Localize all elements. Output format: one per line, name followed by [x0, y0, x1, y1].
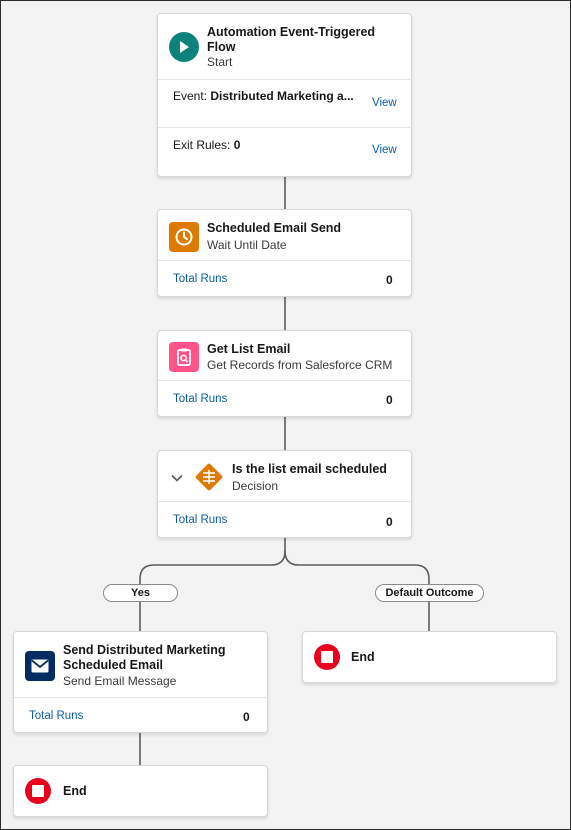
branch-default-outcome-pill[interactable]: Default Outcome: [375, 584, 484, 602]
exit-rules-row: Exit Rules: 0: [173, 138, 240, 152]
send-email-node-card[interactable]: Send Distributed Marketing Scheduled Ema…: [13, 631, 268, 733]
get-node-card[interactable]: Get List Email Get Records from Salesfor…: [157, 330, 412, 417]
wait-total-runs-link[interactable]: Total Runs: [173, 273, 228, 285]
clock-icon: [169, 222, 199, 252]
get-total-runs-link[interactable]: Total Runs: [173, 393, 228, 405]
divider: [158, 127, 411, 128]
branch-yes-pill[interactable]: Yes: [103, 584, 178, 602]
wait-total-runs-count: 0: [386, 273, 393, 287]
end-yes-label: End: [63, 784, 87, 798]
wait-node-title: Scheduled Email Send: [207, 221, 342, 235]
decision-icon: [192, 460, 226, 494]
wait-node-subtitle: Wait Until Date: [207, 238, 287, 252]
divider: [158, 79, 411, 80]
get-node-title: Get List Email: [207, 342, 291, 356]
event-view-link[interactable]: View: [372, 97, 397, 109]
exit-rules-label: Exit Rules:: [173, 138, 231, 152]
record-lookup-icon: [169, 342, 199, 372]
end-yes-node-card[interactable]: End: [13, 765, 268, 817]
stop-icon: [314, 644, 340, 670]
divider: [14, 697, 267, 698]
envelope-icon: [25, 651, 55, 681]
connector-decision-to-default: [284, 550, 430, 584]
decision-node-card[interactable]: Is the list email scheduled Decision Tot…: [157, 450, 412, 538]
start-node-title: Automation Event-Triggered Flow: [207, 25, 376, 54]
decision-total-runs-count: 0: [386, 515, 393, 529]
connector-decision-to-yes: [139, 537, 286, 584]
exit-rules-view-link[interactable]: View: [372, 144, 397, 156]
send-email-total-runs-count: 0: [243, 710, 250, 724]
chevron-down-icon[interactable]: [170, 471, 184, 485]
decision-node-title: Is the list email scheduled: [232, 462, 387, 476]
send-email-total-runs-link[interactable]: Total Runs: [29, 710, 84, 722]
divider: [158, 260, 411, 261]
play-icon: [169, 32, 199, 62]
get-node-subtitle: Get Records from Salesforce CRM: [207, 358, 393, 372]
event-value: Distributed Marketing a...: [210, 89, 354, 103]
decision-node-subtitle: Decision: [232, 479, 279, 493]
end-default-label: End: [351, 650, 375, 664]
start-node-subtitle: Start: [207, 55, 233, 69]
send-email-node-title: Send Distributed Marketing Scheduled Ema…: [63, 643, 226, 672]
divider: [158, 380, 411, 381]
wait-node-card[interactable]: Scheduled Email Send Wait Until Date Tot…: [157, 209, 412, 297]
event-row: Event: Distributed Marketing a...: [173, 89, 354, 103]
divider: [158, 501, 411, 502]
event-label: Event:: [173, 89, 208, 103]
stop-icon: [25, 778, 51, 804]
start-node-card[interactable]: Automation Event-Triggered Flow Start Ev…: [157, 13, 412, 177]
get-total-runs-count: 0: [386, 393, 393, 407]
end-default-node-card[interactable]: End: [302, 631, 557, 683]
decision-total-runs-link[interactable]: Total Runs: [173, 514, 228, 526]
send-email-node-subtitle: Send Email Message: [63, 674, 177, 688]
exit-rules-value: 0: [233, 138, 241, 152]
